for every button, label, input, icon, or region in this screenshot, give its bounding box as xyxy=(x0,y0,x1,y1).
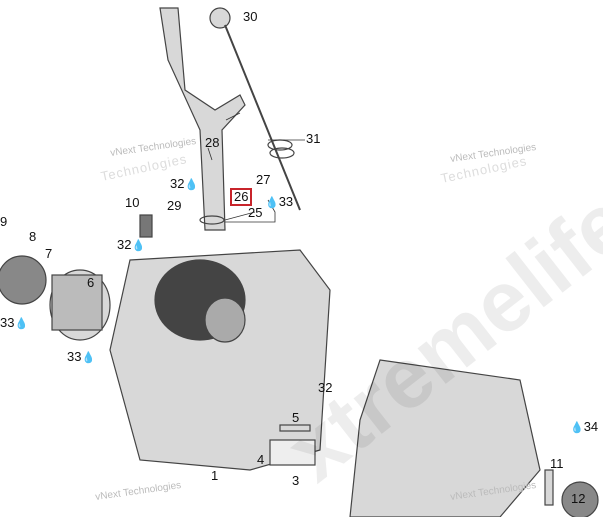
callout-text: 32 xyxy=(318,380,333,395)
dipstick xyxy=(224,24,301,211)
callout-32[interactable]: 32💧 xyxy=(117,238,145,253)
oil-drop-icon: 💧 xyxy=(14,318,29,330)
callout-31[interactable]: 31 xyxy=(306,131,321,146)
callout-27[interactable]: 27 xyxy=(256,172,271,187)
crankcase-right xyxy=(349,359,541,517)
gear-12 xyxy=(561,481,599,517)
callout-29[interactable]: 29 xyxy=(167,198,182,213)
oil-filter-cover-8 xyxy=(0,255,47,305)
oil-filter-body xyxy=(51,274,103,331)
sensor-10 xyxy=(139,214,153,238)
leader-line xyxy=(224,211,256,221)
callout-6[interactable]: 6 xyxy=(87,275,95,290)
callout-33[interactable]: 33💧 xyxy=(0,316,28,331)
callout-4[interactable]: 4 xyxy=(257,452,265,467)
callout-33[interactable]: 33💧 xyxy=(67,350,95,365)
callout-25[interactable]: 25 xyxy=(248,205,263,220)
callout-34[interactable]: 💧34 xyxy=(570,420,598,435)
leader-line xyxy=(207,147,213,161)
callout-33[interactable]: 💧33 xyxy=(265,195,293,210)
oil-drop-icon: 💧 xyxy=(131,240,146,252)
callout-9[interactable]: 9 xyxy=(0,214,8,229)
dipstick-cap xyxy=(209,7,231,29)
leader-line xyxy=(225,199,276,223)
o-ring-25 xyxy=(199,215,225,225)
callout-28[interactable]: 28 xyxy=(205,135,220,150)
callout-32[interactable]: 32💧 xyxy=(170,177,198,192)
callout-26-selected[interactable]: 26 xyxy=(230,188,253,206)
callout-12[interactable]: 12 xyxy=(571,491,586,506)
crankcase-bearing xyxy=(204,297,246,343)
oil-filler-tube xyxy=(159,7,246,231)
oil-drop-icon: 💧 xyxy=(184,179,199,191)
callout-text: 32 xyxy=(117,237,132,252)
oil-drop-icon: 💧 xyxy=(570,422,584,434)
callout-10[interactable]: 10 xyxy=(125,195,140,210)
oil-drop-icon: 💧 xyxy=(81,352,96,364)
callout-text: 33 xyxy=(67,349,82,364)
callout-5[interactable]: 5 xyxy=(292,410,300,425)
callout-32[interactable]: 32 xyxy=(318,381,332,395)
callout-text: 34 xyxy=(583,419,599,434)
callout-8[interactable]: 8 xyxy=(29,229,37,244)
part-5 xyxy=(279,424,311,432)
callout-11[interactable]: 11 xyxy=(550,456,564,471)
callout-30[interactable]: 30 xyxy=(243,9,258,24)
leader-line xyxy=(225,112,241,121)
o-ring-31-lower xyxy=(269,147,295,159)
part-4 xyxy=(269,439,316,466)
callout-text: 33 xyxy=(278,194,294,209)
callout-7[interactable]: 7 xyxy=(45,246,53,261)
callout-text: 33 xyxy=(0,315,15,330)
callout-3[interactable]: 3 xyxy=(292,473,300,488)
callout-text: 32 xyxy=(170,176,185,191)
oil-drop-icon: 💧 xyxy=(265,197,279,209)
shaft-11 xyxy=(544,469,554,506)
callout-1[interactable]: 1 xyxy=(211,468,219,483)
